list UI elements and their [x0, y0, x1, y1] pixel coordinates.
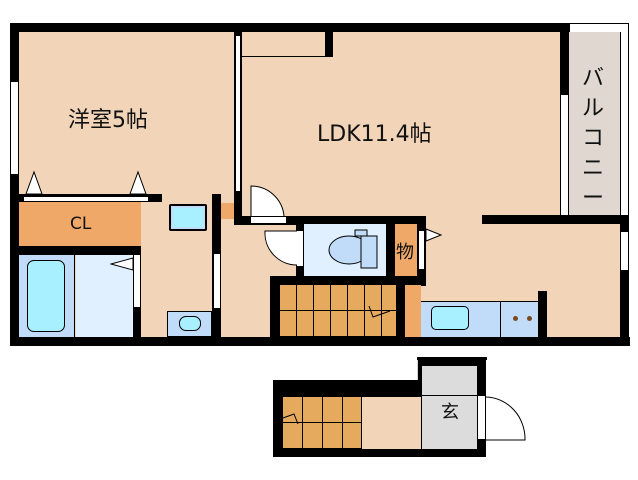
front-door[interactable]	[477, 395, 486, 440]
wall-ldk-right	[560, 23, 569, 95]
ldk-label: LDK11.4帖	[317, 122, 432, 147]
closet-door-hinge-left-icon	[25, 170, 43, 195]
stove-burner-right-icon	[527, 316, 532, 321]
balcony-label: バルコニー	[581, 66, 604, 211]
window-right	[620, 232, 629, 270]
small-storage	[221, 203, 234, 219]
entrance-label: 玄	[441, 402, 459, 423]
bath-door[interactable]	[133, 254, 141, 308]
wall-kitchen-end	[538, 291, 547, 337]
washing-machine	[169, 204, 207, 231]
wall-bath-right	[133, 307, 141, 337]
entrance-hall	[361, 397, 421, 449]
bath-wash-area	[76, 255, 133, 337]
closet-label: CL	[70, 214, 92, 234]
western-room-label: 洋室5帖	[68, 108, 148, 133]
western-room	[19, 32, 234, 195]
closet-door-strip2[interactable]	[23, 196, 149, 202]
bathtub	[27, 260, 65, 332]
stove-burner-left-icon	[513, 316, 518, 321]
ldk-door-swing-icon	[250, 185, 285, 217]
storage-door[interactable]	[418, 230, 425, 270]
stairs-lower	[282, 397, 361, 449]
storage-room	[395, 224, 417, 276]
wall-bottom	[10, 337, 630, 346]
toilet-door-swing-icon	[264, 230, 298, 266]
wall-closet-bottom	[19, 246, 162, 255]
wall-stairs-left	[270, 276, 279, 337]
wall-toilet-bottom	[278, 276, 426, 285]
wall-hall-top	[234, 216, 426, 225]
wall-stairs-right	[396, 285, 405, 337]
window-left	[10, 82, 19, 174]
stairs-lower-arrow-icon	[282, 413, 299, 425]
washroom-door[interactable]	[213, 253, 221, 309]
stairs-upper	[279, 285, 396, 337]
sliding-door-western[interactable]	[235, 36, 241, 191]
wash-basin-bowl	[179, 316, 201, 331]
stairs-direction-arrow-icon	[368, 305, 391, 318]
toilet-icon	[328, 229, 378, 269]
front-door-swing-icon	[485, 396, 526, 441]
ldk-alcove-wall	[325, 32, 333, 57]
closet-door-hinge-right-icon	[129, 170, 147, 195]
ldk-top-alcove	[242, 32, 328, 57]
wall-left	[10, 23, 19, 346]
kitchen-sink	[431, 306, 469, 330]
wall-top	[10, 23, 570, 32]
wall-right-lower	[620, 216, 629, 346]
bath-door-hinge-icon	[110, 257, 134, 271]
storage-door-hinge-icon	[425, 228, 443, 242]
balcony-floor	[569, 32, 621, 216]
wall-toilet-right	[386, 216, 395, 286]
kitchen-stove-divider	[500, 301, 501, 337]
entrance-step-line	[421, 395, 477, 396]
kitchen-side-panel	[405, 285, 421, 337]
ldk-door-strip[interactable]	[250, 216, 287, 224]
wall-ldk-lower	[482, 215, 629, 224]
balcony-window[interactable]	[560, 95, 569, 215]
storage-label: 物	[396, 242, 414, 263]
entrance	[421, 366, 477, 449]
closet	[19, 202, 153, 246]
ldk-room	[242, 32, 560, 216]
